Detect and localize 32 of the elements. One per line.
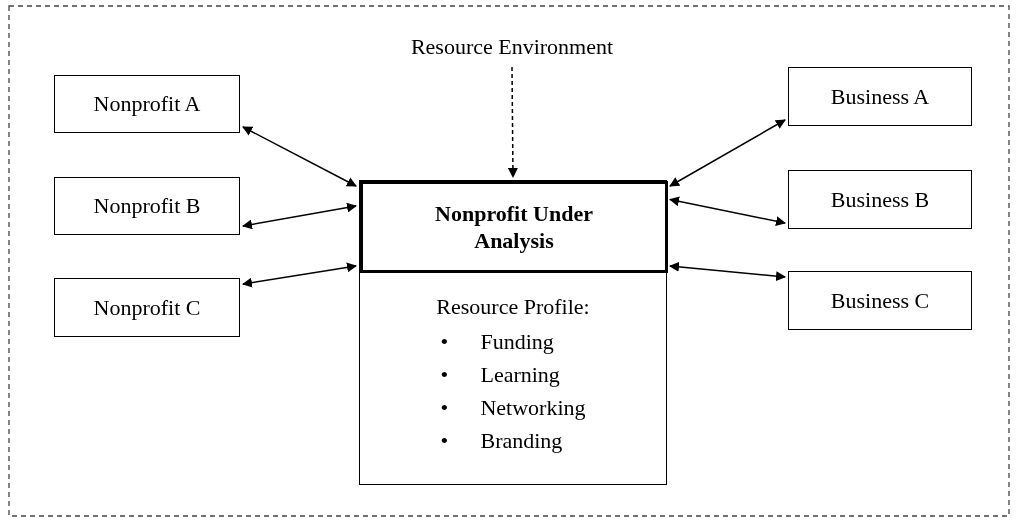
bullet-mark: •: [440, 328, 449, 354]
environment-label: Resource Environment: [410, 33, 614, 61]
node-label: Business A: [830, 82, 930, 111]
entity-box: [54, 75, 240, 133]
arrow: [507, 66, 518, 178]
node-label: Nonprofit B: [93, 192, 201, 220]
arrow: [242, 262, 357, 288]
arrow: [242, 126, 357, 187]
entity-box: [788, 170, 972, 229]
bullet-item: Branding: [480, 426, 563, 455]
entity-box: [788, 67, 972, 126]
node-label: Business B: [830, 185, 930, 214]
entity-box: [54, 278, 240, 337]
bullet-mark: •: [440, 361, 449, 387]
focal-box: [360, 181, 668, 273]
bullet-item: Networking: [480, 393, 586, 422]
bullet-item: Learning: [480, 360, 560, 389]
bullet-item: Funding: [480, 327, 554, 356]
profile-box: [359, 180, 667, 485]
bullet-mark: •: [440, 394, 449, 420]
bullet-mark: •: [440, 427, 449, 453]
entity-box: [788, 271, 972, 330]
node-label: Nonprofit C: [93, 293, 201, 322]
arrow: [669, 261, 786, 282]
arrow: [669, 119, 786, 187]
arrow: [242, 202, 357, 230]
node-label: Business C: [830, 286, 930, 315]
profile-heading: Resource Profile:: [436, 293, 590, 321]
node-label: Nonprofit A: [93, 90, 201, 118]
node-label: Nonprofit Under Analysis: [434, 199, 594, 255]
arrow: [669, 196, 786, 227]
entity-box: [54, 177, 240, 235]
